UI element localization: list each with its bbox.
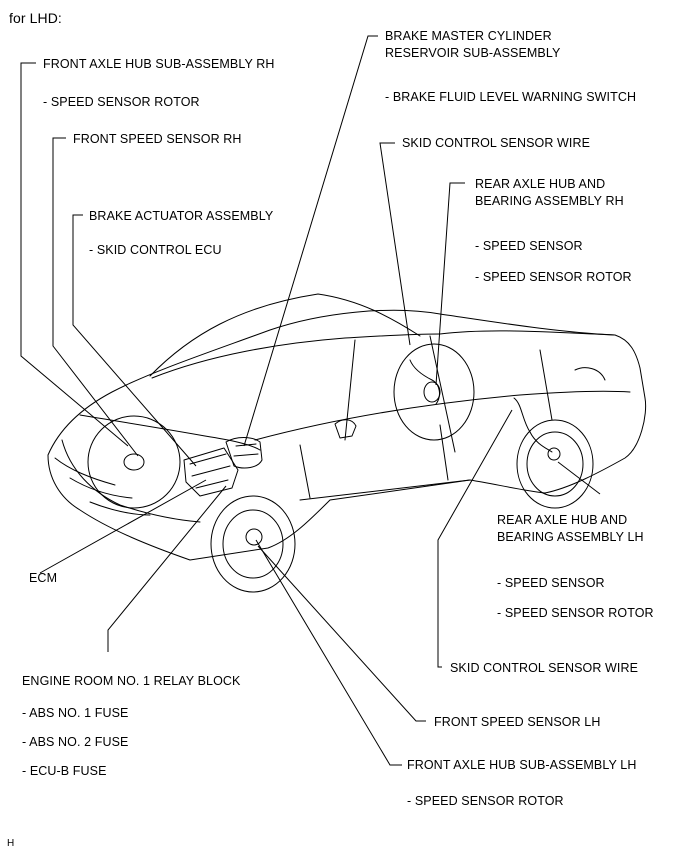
label-ecm: ECM [29, 571, 58, 585]
label-front-speed-sensor-rh: FRONT SPEED SENSOR RH [73, 132, 242, 146]
label-rear-lh-speed-sensor: - SPEED SENSOR [497, 576, 605, 590]
label-rear-axle-hub-rh-line1: REAR AXLE HUB AND [475, 177, 606, 191]
label-skid-control-ecu: - SKID CONTROL ECU [89, 243, 222, 257]
label-rear-lh-speed-sensor-rotor: - SPEED SENSOR ROTOR [497, 606, 654, 620]
label-engine-room-relay-block: ENGINE ROOM NO. 1 RELAY BLOCK [22, 674, 241, 688]
label-brake-master-cylinder-line1: BRAKE MASTER CYLINDER [385, 29, 552, 43]
label-skid-control-sensor-wire-bottom: SKID CONTROL SENSOR WIRE [450, 661, 639, 675]
label-brake-actuator-assembly: BRAKE ACTUATOR ASSEMBLY [89, 209, 274, 223]
label-skid-control-sensor-wire-top: SKID CONTROL SENSOR WIRE [402, 136, 591, 150]
car-body [47, 293, 647, 561]
corner-mark: H [7, 838, 15, 849]
label-abs-no1-fuse: - ABS NO. 1 FUSE [22, 706, 129, 720]
leader-lines [20, 35, 601, 766]
label-brake-fluid-level-warning-switch: - BRAKE FLUID LEVEL WARNING SWITCH [385, 90, 637, 104]
label-front-axle-hub-rh: FRONT AXLE HUB SUB-ASSEMBLY RH [43, 57, 275, 71]
sensor-wires [409, 359, 553, 453]
label-front-axle-hub-lh: FRONT AXLE HUB SUB-ASSEMBLY LH [407, 758, 637, 772]
label-rear-rh-speed-sensor-rotor: - SPEED SENSOR ROTOR [475, 270, 632, 284]
label-rear-axle-hub-lh-line2: BEARING ASSEMBLY LH [497, 530, 644, 544]
label-brake-master-cylinder-line2: RESERVOIR SUB-ASSEMBLY [385, 46, 561, 60]
label-abs-no2-fuse: - ABS NO. 2 FUSE [22, 735, 129, 749]
label-rear-axle-hub-lh-line1: REAR AXLE HUB AND [497, 513, 628, 527]
label-ecu-b-fuse: - ECU-B FUSE [22, 764, 107, 778]
label-rear-axle-hub-rh-line2: BEARING ASSEMBLY RH [475, 194, 624, 208]
wheels [87, 343, 594, 593]
label-front-axle-hub-rh-speed-sensor-rotor: - SPEED SENSOR ROTOR [43, 95, 200, 109]
diagram-title: for LHD: [9, 10, 62, 26]
label-rear-rh-speed-sensor: - SPEED SENSOR [475, 239, 583, 253]
label-front-speed-sensor-lh: FRONT SPEED SENSOR LH [434, 715, 601, 729]
label-front-axle-hub-lh-speed-sensor-rotor: - SPEED SENSOR ROTOR [407, 794, 564, 808]
brake-components [183, 437, 263, 497]
